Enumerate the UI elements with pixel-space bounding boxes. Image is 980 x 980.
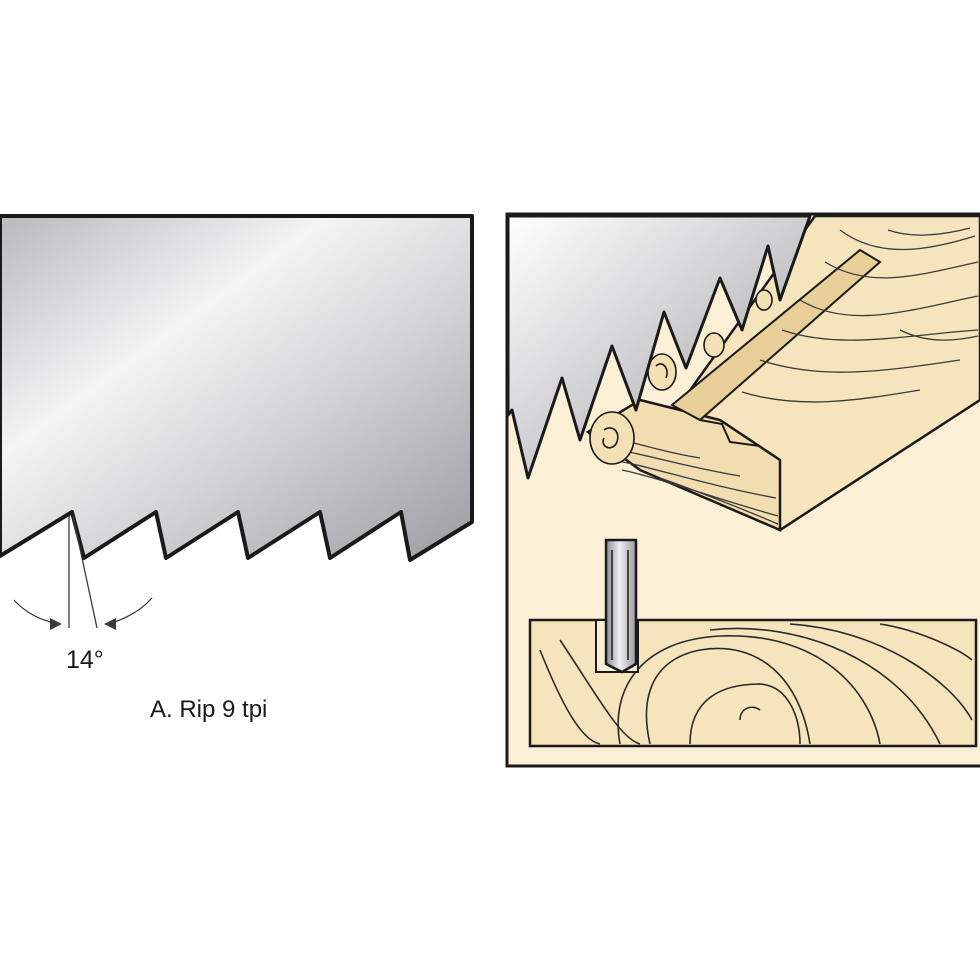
cutting-saw-blade bbox=[508, 215, 812, 480]
saw-blade-body bbox=[0, 214, 474, 562]
board-grain-lines bbox=[741, 227, 979, 403]
rip-saw-blade bbox=[0, 214, 474, 562]
figure-caption: A. Rip 9 tpi bbox=[150, 696, 268, 723]
rake-angle-indicator bbox=[13, 515, 153, 630]
sawdust-chips bbox=[589, 289, 773, 465]
cross-section-growth-rings bbox=[539, 623, 973, 745]
board-cross-section bbox=[528, 538, 978, 748]
tooth-face-line bbox=[72, 515, 98, 629]
arrowhead-left bbox=[50, 618, 62, 630]
cutting-illustration-panel bbox=[505, 212, 980, 768]
arrowhead-right bbox=[104, 618, 116, 630]
chisel-blade bbox=[604, 538, 638, 674]
saw-kerf-groove bbox=[670, 248, 882, 422]
rake-angle-label: 14° bbox=[66, 646, 104, 674]
